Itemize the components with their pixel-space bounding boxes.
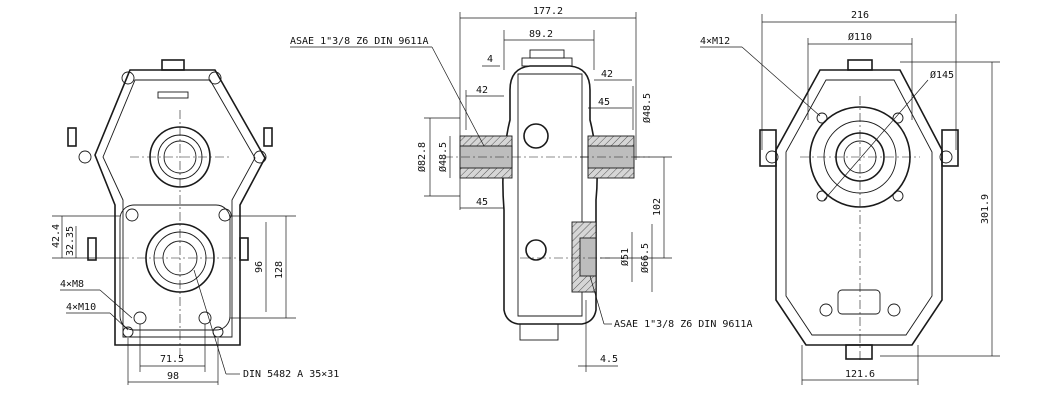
front-bolt bbox=[198, 311, 212, 325]
dim-4: 4 bbox=[487, 54, 493, 65]
back-bolt bbox=[892, 190, 904, 202]
front-bolt bbox=[133, 311, 147, 325]
back-bottom-plug bbox=[845, 344, 873, 360]
dim-89-2: 89.2 bbox=[529, 29, 553, 40]
back-right-boss bbox=[941, 129, 959, 167]
back-bottom-pad bbox=[837, 289, 881, 315]
back-bolt bbox=[816, 112, 828, 124]
leader-line bbox=[431, 46, 485, 147]
front-bolt bbox=[121, 71, 135, 85]
label-4xm8: 4×M8 bbox=[60, 279, 84, 290]
dim-42-left: 42 bbox=[476, 85, 488, 96]
leader-line bbox=[589, 275, 605, 325]
side-bottom-plug bbox=[519, 323, 559, 341]
front-bolt bbox=[78, 150, 92, 164]
dim-71-5: 71.5 bbox=[160, 354, 184, 365]
side-breather bbox=[523, 123, 549, 149]
back-bolt bbox=[765, 150, 779, 164]
front-housing-inner bbox=[102, 79, 256, 338]
label-spline: DIN 5482 A 35×31 bbox=[243, 369, 339, 380]
front-bolt bbox=[125, 208, 139, 222]
dim-45-lower: 45 bbox=[476, 197, 488, 208]
label-4xm12: 4×M12 bbox=[700, 36, 730, 47]
front-top-slot bbox=[157, 91, 189, 99]
back-left-boss bbox=[759, 129, 777, 167]
dim-301-9: 301.9 bbox=[980, 194, 991, 224]
leader-line bbox=[741, 46, 821, 117]
dim-121-6: 121.6 bbox=[845, 369, 875, 380]
front-left-stub bbox=[67, 127, 77, 147]
front-right-port bbox=[239, 237, 249, 261]
dim-dia48-5-right: Ø48.5 bbox=[641, 93, 653, 123]
back-bolt bbox=[892, 112, 904, 124]
side-housing-inner bbox=[517, 73, 583, 317]
dim-102: 102 bbox=[652, 198, 663, 216]
dim-dia110: Ø110 bbox=[848, 31, 872, 43]
front-bolt bbox=[208, 71, 222, 85]
leader-line bbox=[99, 289, 133, 319]
dim-216: 216 bbox=[851, 10, 869, 21]
front-top-plug bbox=[161, 59, 185, 71]
dim-177-2: 177.2 bbox=[533, 6, 563, 17]
side-top-plug bbox=[529, 49, 565, 59]
label-asae-top: ASAE 1"3/8 Z6 DIN 9611A bbox=[290, 36, 428, 47]
leader-line bbox=[823, 79, 929, 201]
side-view: 177.2 89.2 4 42 42 45 Ø48.5 Ø82.8 Ø48.5 … bbox=[290, 6, 752, 372]
dim-98: 98 bbox=[167, 371, 179, 382]
side-drain-plug bbox=[525, 239, 547, 261]
dim-128: 128 bbox=[274, 261, 285, 279]
dim-dia145: Ø145 bbox=[930, 69, 954, 81]
leader-line bbox=[109, 312, 129, 331]
back-bolt bbox=[816, 190, 828, 202]
dim-dia48-5-left: Ø48.5 bbox=[437, 142, 449, 172]
front-bolt bbox=[122, 326, 134, 338]
dim-4-5: 4.5 bbox=[600, 354, 618, 365]
dim-dia66-5: Ø66.5 bbox=[639, 243, 651, 273]
back-bolt bbox=[819, 303, 833, 317]
label-4xm10: 4×M10 bbox=[66, 302, 96, 313]
front-lower-flange bbox=[119, 204, 231, 331]
front-view: 42.4 32.35 96 128 71.5 98 4×M8 4×M10 DIN… bbox=[51, 59, 339, 385]
back-bolt bbox=[939, 150, 953, 164]
leader-line bbox=[193, 269, 227, 375]
dim-dia51: Ø51 bbox=[619, 248, 631, 266]
dim-45-upper: 45 bbox=[598, 97, 610, 108]
front-bolt bbox=[253, 150, 267, 164]
dim-dia82-8: Ø82.8 bbox=[416, 142, 428, 172]
dim-32-35: 32.35 bbox=[65, 226, 76, 256]
dim-42-right: 42 bbox=[601, 69, 613, 80]
front-left-port bbox=[87, 237, 97, 261]
dim-96: 96 bbox=[254, 261, 265, 273]
front-housing-outline bbox=[94, 69, 266, 346]
back-housing-inner bbox=[785, 79, 933, 336]
front-bolt bbox=[218, 208, 232, 222]
front-right-stub bbox=[263, 127, 273, 147]
back-bolt bbox=[887, 303, 901, 317]
dim-42-4: 42.4 bbox=[51, 224, 62, 248]
back-view: 216 Ø110 Ø145 4×M12 bbox=[700, 10, 1000, 385]
side-lower-spline bbox=[579, 237, 597, 277]
back-top-plug bbox=[847, 59, 873, 71]
side-top-cap bbox=[521, 57, 573, 67]
label-asae-bottom: ASAE 1"3/8 Z6 DIN 9611A bbox=[614, 319, 752, 330]
